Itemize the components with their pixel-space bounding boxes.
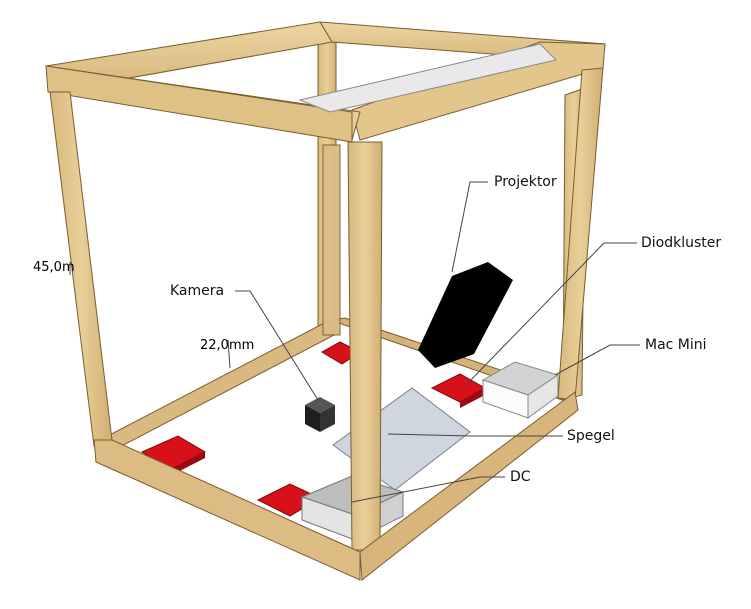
label-mac-mini: Mac Mini bbox=[645, 337, 707, 353]
label-spegel: Spegel bbox=[567, 428, 615, 444]
rail-bottom-front bbox=[93, 439, 361, 581]
leader-diodkluster bbox=[465, 242, 637, 386]
dimension-foot-height: 22,0mm bbox=[200, 338, 255, 353]
leader-projektor bbox=[451, 181, 488, 273]
label-dc: DC bbox=[510, 469, 531, 485]
top-panel bbox=[298, 43, 557, 113]
label-projektor: Projektor bbox=[494, 174, 557, 190]
camera-left bbox=[305, 405, 320, 432]
camera-right bbox=[320, 405, 335, 432]
projector bbox=[418, 262, 513, 368]
leader-kamera bbox=[235, 290, 319, 401]
leader-spegel bbox=[387, 433, 563, 437]
dimension-frame-height: 45,0m bbox=[33, 260, 75, 275]
post-front-right bbox=[347, 141, 383, 551]
red-pad-diodkluster-side bbox=[460, 388, 485, 408]
dim-tick-foot bbox=[227, 339, 231, 369]
post-inner bbox=[322, 144, 341, 336]
leader-dc bbox=[351, 476, 505, 503]
rail-bottom-right bbox=[359, 391, 579, 581]
leader-macmini bbox=[554, 344, 640, 376]
label-diodkluster: Diodkluster bbox=[641, 235, 722, 251]
label-kamera: Kamera bbox=[170, 283, 225, 299]
